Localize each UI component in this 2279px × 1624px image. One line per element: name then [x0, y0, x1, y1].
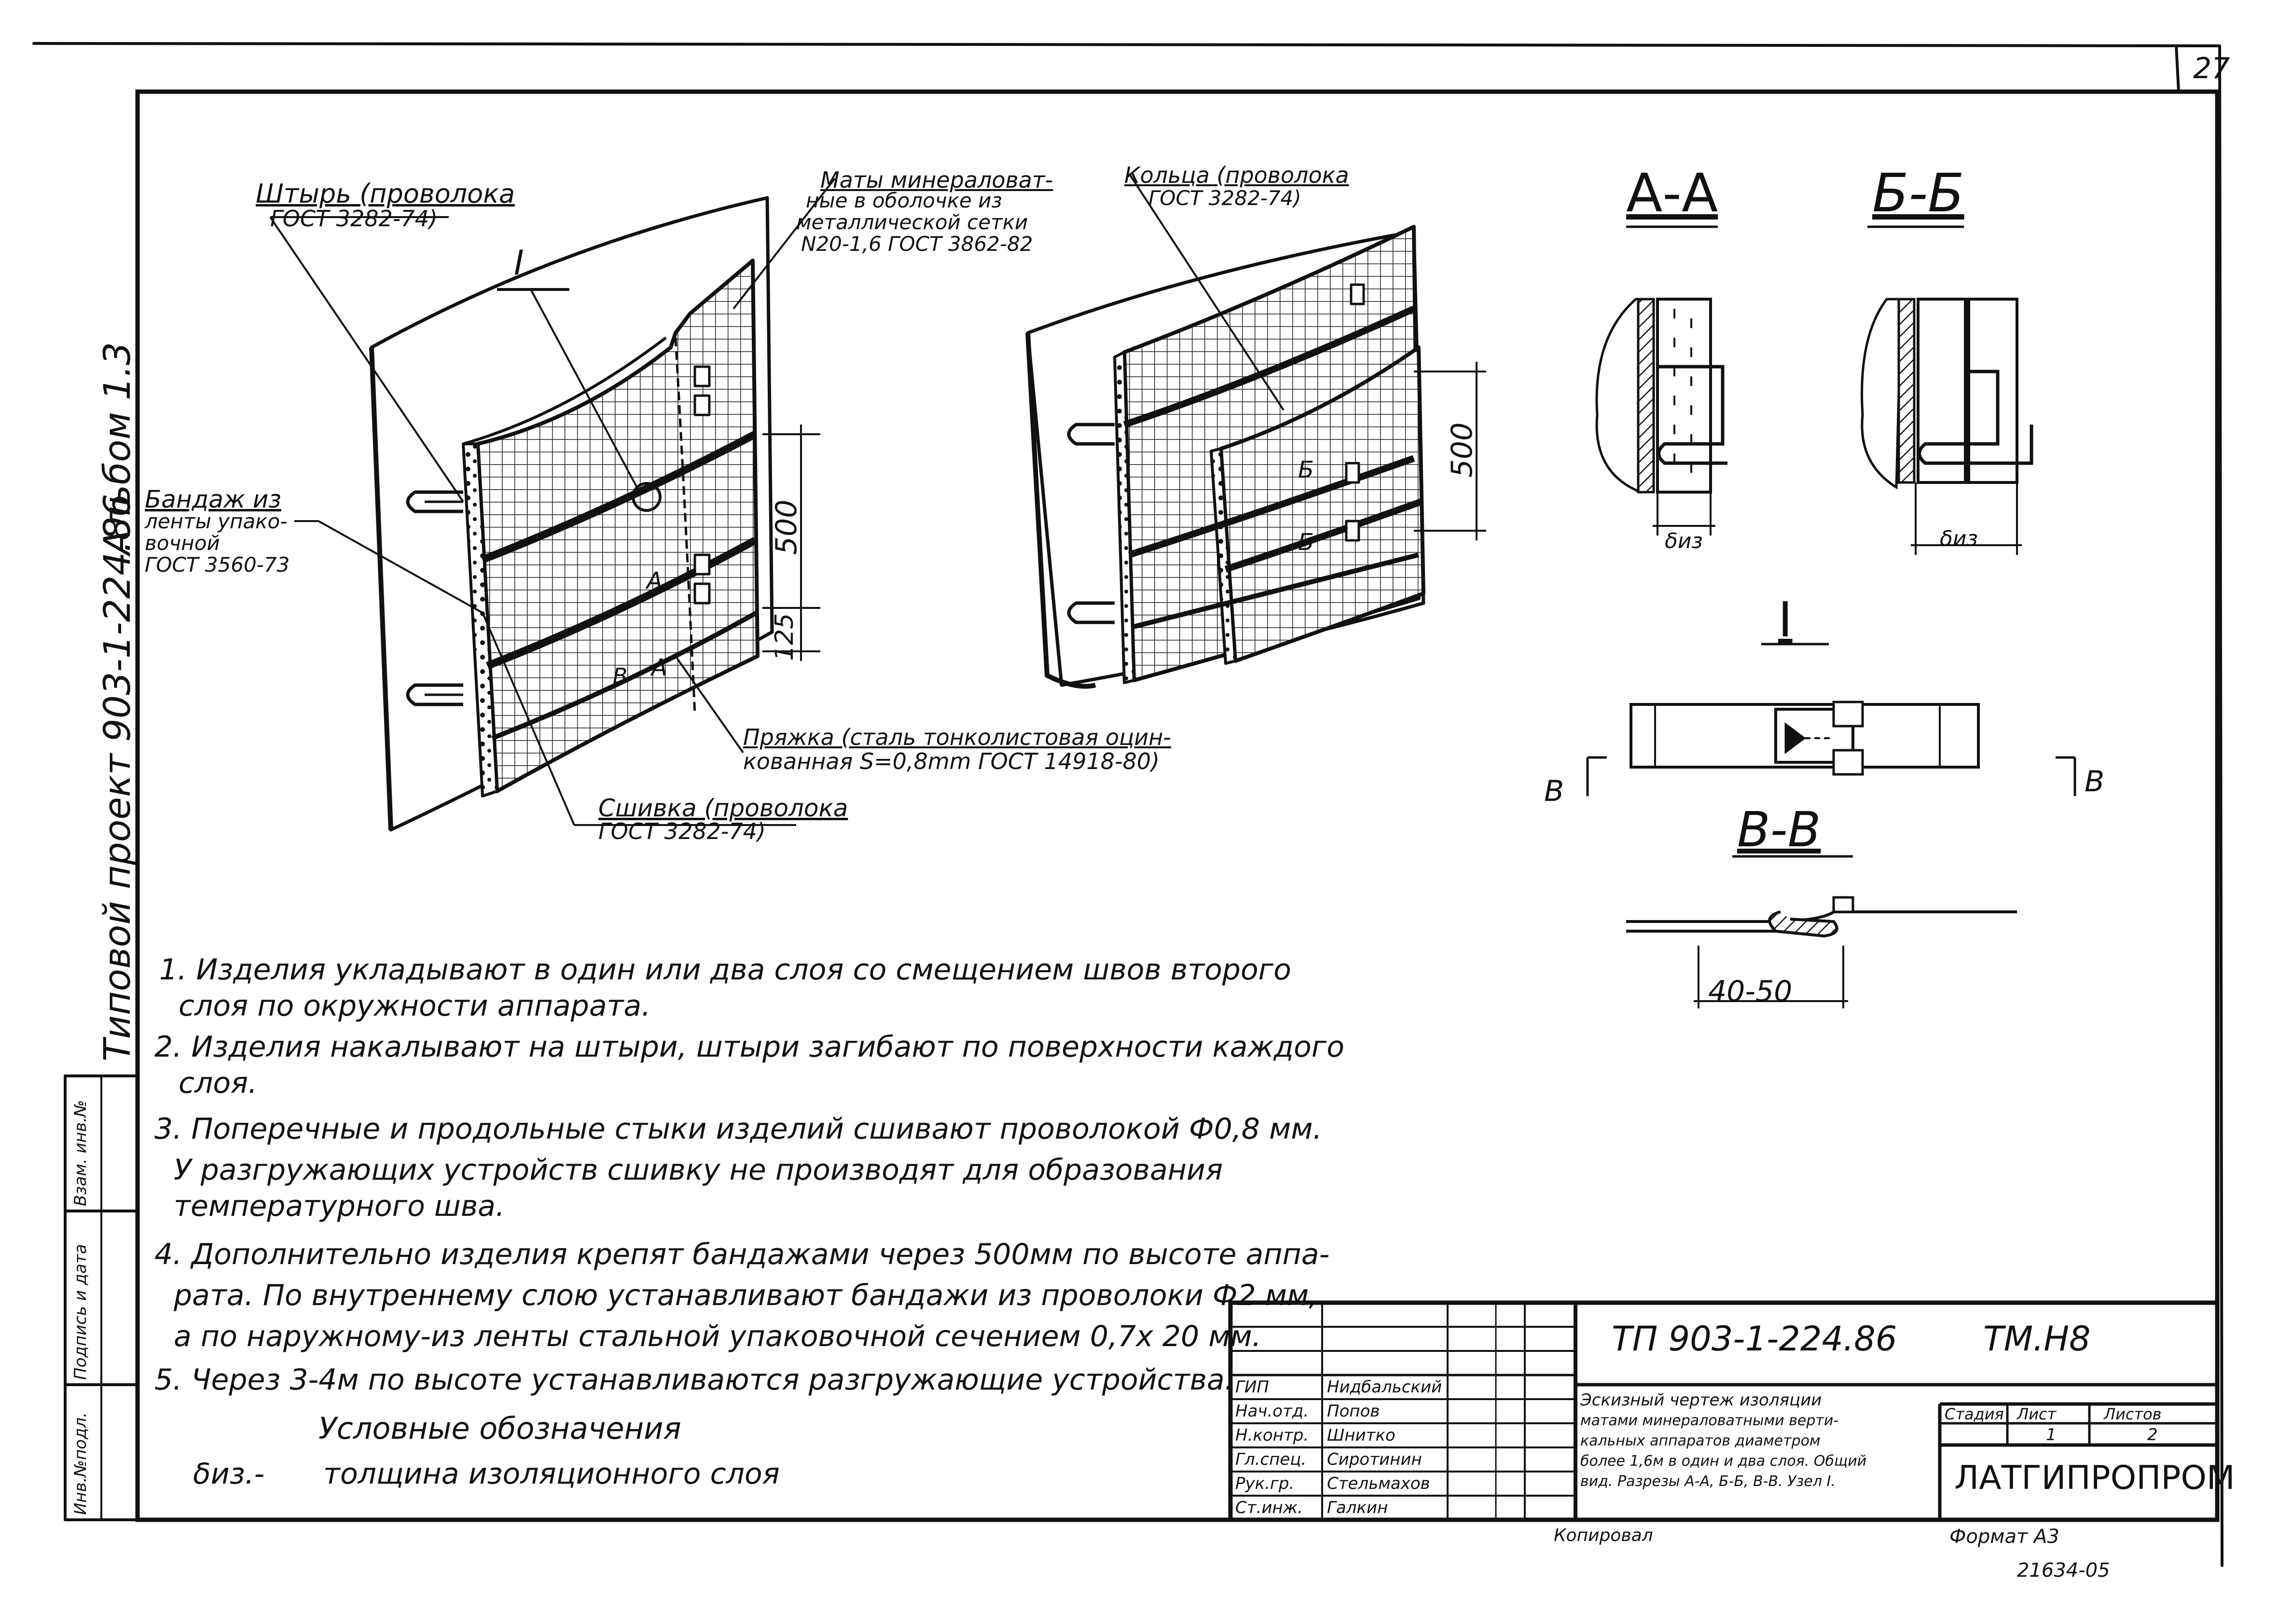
dim-500-middle: 500 [1445, 422, 1479, 478]
section-title-one: I [1778, 592, 1793, 648]
callout-mats-line4: N20-1,6 ГОСТ 3862-82 [801, 232, 1033, 256]
name-2: Попов [1327, 1402, 1380, 1421]
callout-bandage-line3: вочной [145, 531, 220, 555]
callout-rings-line1: Кольца (проволока [1124, 162, 1349, 188]
note-line-1: 1. Изделия укладывают в один или два сло… [159, 953, 1291, 987]
stage-header: Стадия [1945, 1405, 2004, 1423]
cut-mark-a1: А [647, 567, 663, 594]
section-title-bb: Б-Б [1872, 162, 1964, 224]
note-line-4: слоя. [179, 1066, 258, 1100]
description-line-1: Эскизный чертеж изоляции [1580, 1390, 1822, 1410]
callout-mats-line3: металлической сетки [796, 210, 1028, 234]
note-line-6: У разгружающих устройств сшивку не произ… [174, 1153, 1223, 1187]
note-line-7: температурного шва. [174, 1189, 505, 1223]
title-block-grid [1228, 1300, 2220, 1522]
footer-format: Формат А3 [1949, 1526, 2059, 1548]
cut-mark-b1: Б [1298, 456, 1314, 483]
description-line-2: матами минераловатными верти- [1580, 1412, 1839, 1429]
callout-mats-line2: ные в оболочке из [806, 189, 1002, 212]
callout-bandage-line2: ленты упако- [145, 509, 288, 533]
callout-stitch-line1: Сшивка (проволока [598, 794, 848, 822]
sheet-header: Лист [2017, 1405, 2057, 1423]
dim-thickness-bb: δиз [1940, 526, 1978, 551]
note-line-11: 5. Через 3-4м по высоте устанавливаются … [154, 1363, 1234, 1397]
description-line-5: вид. Разрезы А-А, Б-Б, В-В. Узел I. [1580, 1473, 1836, 1490]
doc-code: ТП 903-1-224.86 [1612, 1319, 1897, 1359]
stamp-replacement: Взам. инв.№ [71, 1100, 90, 1206]
note-line-9: рата. По внутреннему слою устанавливают … [174, 1279, 1318, 1312]
isometric-view-double-layer [1025, 173, 1486, 689]
note-line-10: а по наружному-из ленты стальной упаково… [174, 1320, 1261, 1353]
callout-bandage-line1: Бандаж из [145, 485, 281, 513]
cut-mark-v-detail-right: В [2085, 765, 2105, 798]
callout-mats-line1: Маты минераловат- [820, 167, 1053, 193]
sheet-code: ТМ.Н8 [1983, 1319, 2091, 1359]
organization-name: ЛАТГИПРОПРОМ [1954, 1459, 2235, 1497]
footer-archive: 21634-05 [2017, 1559, 2110, 1582]
callout-pin-line2: ГОСТ 3282-74) [270, 206, 438, 232]
dim-125-left: 125 [770, 613, 799, 661]
description-line-4: более 1,6м в один и два слоя. Общий [1580, 1453, 1867, 1470]
role-senior-eng: Ст.инж. [1235, 1498, 1303, 1517]
name-1: Нидбальский [1327, 1377, 1442, 1397]
role-chief-spec: Гл.спец. [1235, 1450, 1307, 1469]
callout-buckle-line1: Пряжка (сталь тонколистовая оцин- [743, 724, 1171, 750]
view-mark-one: I [514, 243, 524, 283]
detail-one-drawing [1586, 643, 2076, 796]
role-gip: ГИП [1235, 1377, 1269, 1397]
section-title-vv: В-В [1737, 801, 1821, 858]
description-line-3: кальных аппаратов диаметром [1580, 1432, 1821, 1449]
legend-title: Условные обозначения [318, 1411, 681, 1446]
stamp-inv-number: Инв.№подл. [71, 1412, 90, 1515]
cut-mark-a2: А [651, 654, 667, 681]
role-head-dept: Нач.отд. [1235, 1402, 1309, 1421]
cut-mark-v-left: В [613, 664, 628, 688]
callout-stitch-line2: ГОСТ 3282-74) [598, 818, 766, 844]
sheet-value: 1 [2046, 1425, 2057, 1445]
dim-40-50: 40-50 [1708, 975, 1793, 1008]
section-bb-drawing [1861, 225, 2033, 555]
name-5: Стельмахов [1327, 1474, 1430, 1493]
note-line-2: слоя по окружности аппарата. [179, 989, 651, 1023]
cut-mark-b2: Б [1298, 529, 1314, 556]
name-6: Галкин [1327, 1498, 1388, 1517]
callout-rings-line2: ГОСТ 3282-74) [1148, 186, 1301, 210]
sheet-number: 27 [2193, 52, 2230, 85]
note-line-5: 3. Поперечные и продольные стыки изделий… [154, 1112, 1322, 1146]
sheet-frame [32, 42, 2224, 1567]
sheets-value: 2 [2147, 1425, 2158, 1445]
isometric-view-single-layer [269, 178, 836, 832]
name-4: Сиротинин [1327, 1450, 1422, 1469]
sheets-header: Листов [2104, 1405, 2162, 1423]
dim-500-left: 500 [770, 499, 803, 555]
legend-text: толщина изоляционного слоя [323, 1457, 780, 1491]
cut-mark-v-detail-left: В [1544, 774, 1564, 808]
section-vv-drawing [1626, 855, 2017, 1008]
dim-thickness-aa: δиз [1665, 529, 1703, 553]
role-norm-control: Н.контр. [1235, 1426, 1309, 1445]
stamp-signature-date: Подпись и дата [71, 1244, 90, 1380]
note-line-3: 2. Изделия накалывают на штыри, штыри за… [154, 1030, 1345, 1064]
legend-symbol: δиз.- [193, 1457, 265, 1491]
callout-buckle-line2: кованная S=0,8mm ГОСТ 14918-80) [743, 748, 1160, 774]
section-title-aa: А-А [1626, 162, 1718, 224]
note-line-8: 4. Дополнительно изделия крепят бандажам… [154, 1238, 1330, 1271]
footer-copied: Копировал [1554, 1526, 1653, 1545]
callout-bandage-line4: ГОСТ 3560-73 [145, 553, 290, 577]
section-aa-drawing [1595, 225, 1727, 536]
callout-pin-line1: Штырь (проволока [256, 179, 515, 209]
project-label: Типовой проект 903-1-224.86 [96, 494, 138, 1061]
role-group-head: Рук.гр. [1235, 1474, 1295, 1493]
name-3: Шнитко [1327, 1426, 1395, 1445]
